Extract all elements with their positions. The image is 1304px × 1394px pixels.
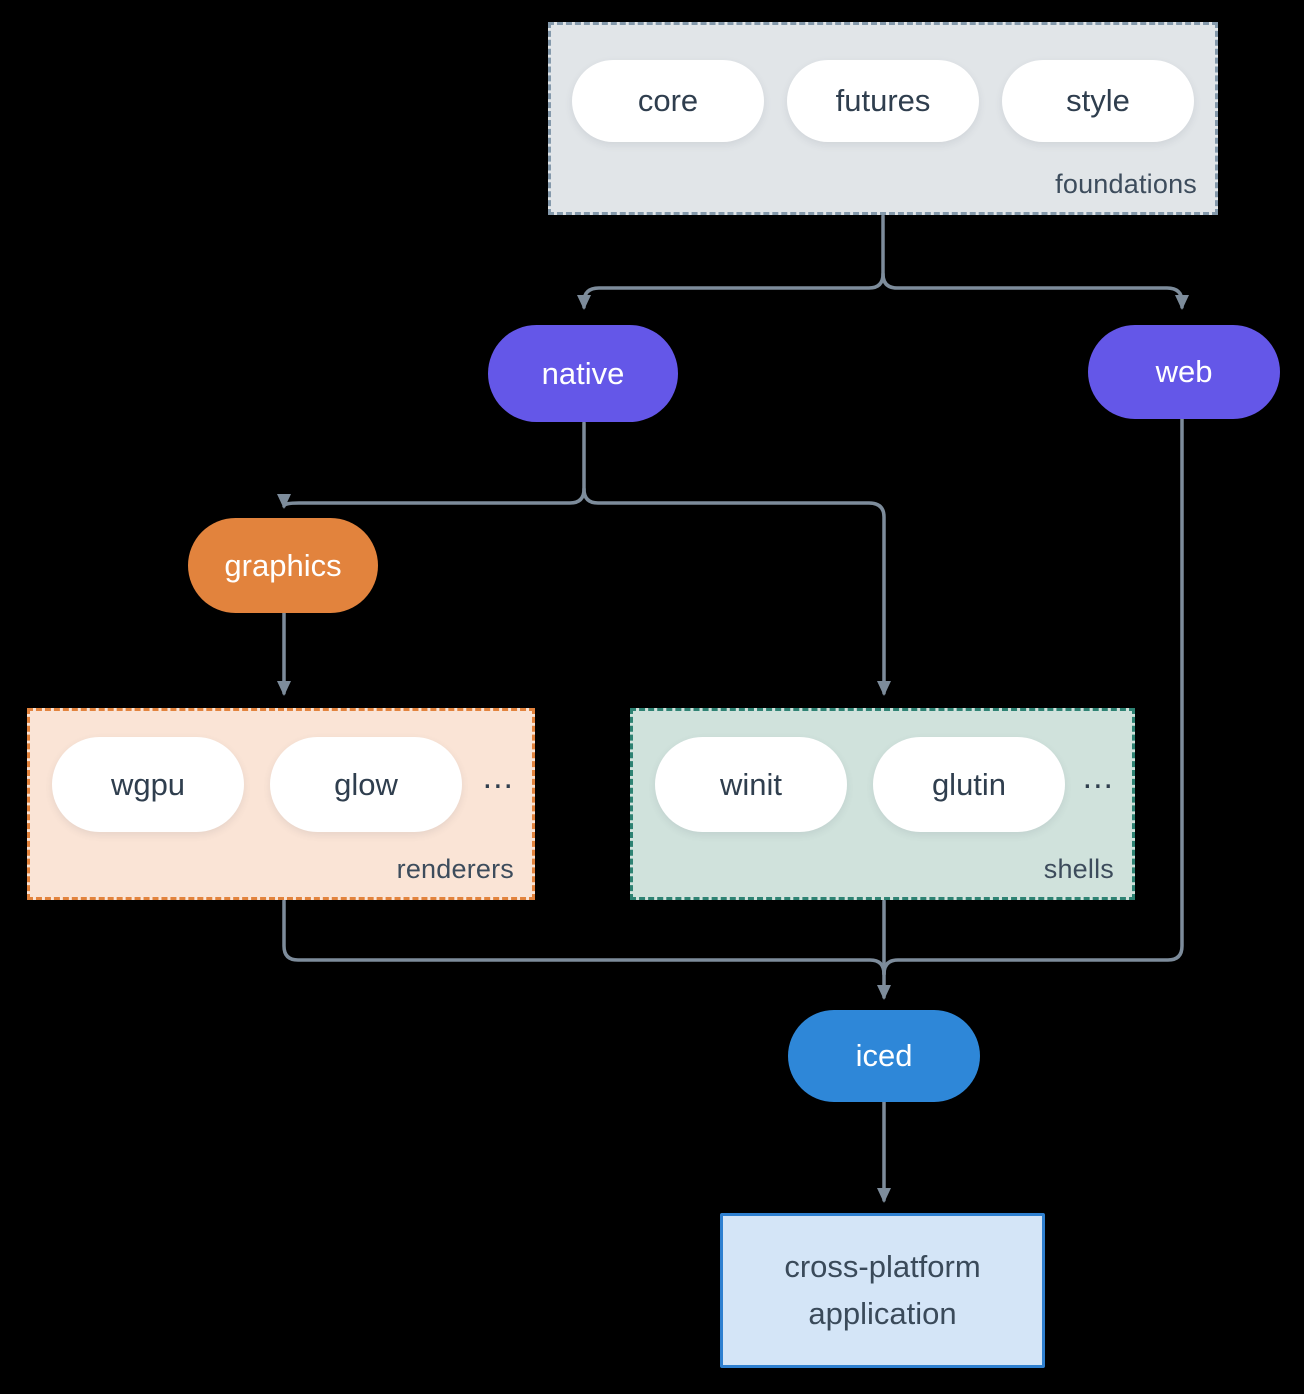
node-glow: glow <box>270 737 462 832</box>
node-graphics: graphics <box>188 518 378 613</box>
node-core: core <box>572 60 764 142</box>
node-native: native <box>488 325 678 422</box>
renderers-group: wgpu glow ... renderers <box>27 708 535 900</box>
node-cross-platform-application: cross-platform application <box>720 1213 1045 1368</box>
renderers-pill-row: wgpu glow ... <box>52 737 514 832</box>
foundations-group: core futures style foundations <box>548 22 1218 215</box>
foundations-group-label: foundations <box>1055 169 1197 199</box>
node-futures: futures <box>787 60 979 142</box>
foundations-pill-row: core futures style <box>551 60 1215 142</box>
node-iced: iced <box>788 1010 980 1102</box>
shells-group: winit glutin ... shells <box>630 708 1135 900</box>
shells-group-label: shells <box>1043 854 1114 884</box>
shells-pill-row: winit glutin ... <box>655 737 1114 832</box>
node-glutin: glutin <box>873 737 1065 832</box>
node-winit: winit <box>655 737 847 832</box>
renderers-ellipsis: ... <box>482 758 514 796</box>
node-style: style <box>1002 60 1194 142</box>
node-web: web <box>1088 325 1280 419</box>
renderers-group-label: renderers <box>396 854 514 884</box>
shells-ellipsis: ... <box>1082 758 1114 796</box>
node-wgpu: wgpu <box>52 737 244 832</box>
